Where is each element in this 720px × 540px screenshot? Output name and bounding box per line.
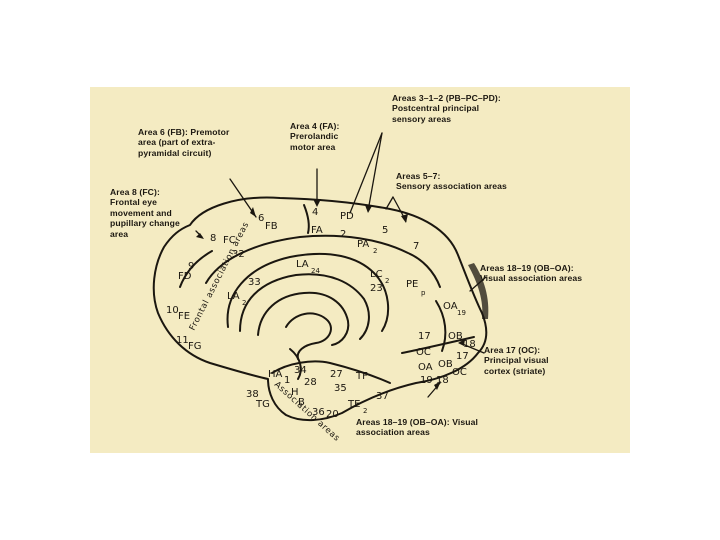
label-8: 8 xyxy=(210,233,216,244)
label-34: 34 xyxy=(294,365,307,376)
label-17b: 17 xyxy=(456,351,469,362)
label-OC1: OC xyxy=(416,347,431,358)
arrowhead-area4 xyxy=(313,199,321,207)
annotation-area1819-top: Areas 18–19 (OB–OA): Visual association … xyxy=(480,263,582,284)
label-6: 6 xyxy=(258,213,264,224)
annotation-area17: Area 17 (OC): Principal visual cortex (s… xyxy=(484,345,549,376)
label-18b: 18 xyxy=(436,375,449,386)
label-23: 23 xyxy=(370,283,383,294)
pointer-area312-a xyxy=(368,133,382,211)
label-LA2: LA xyxy=(227,291,240,302)
label-37: 37 xyxy=(376,391,389,402)
label-4: 4 xyxy=(312,207,318,218)
label-33: 33 xyxy=(248,277,261,288)
label-LA24: LA xyxy=(296,259,309,270)
label-20: 20 xyxy=(326,409,339,420)
label-27: 27 xyxy=(330,369,343,380)
arrowhead-area8 xyxy=(196,233,204,239)
label-LA2-sub: 2 xyxy=(242,299,246,307)
annotation-area1819-bottom: Areas 18–19 (OB–OA): Visual association … xyxy=(356,417,478,438)
annotation-area312: Areas 3–1–2 (PB–PC–PD): Postcentral prin… xyxy=(392,93,501,124)
label-OA: OA xyxy=(418,362,433,373)
label-LC-sub: 2 xyxy=(385,277,389,285)
arrowhead-area57 xyxy=(401,214,408,223)
label-PA-sub: 2 xyxy=(373,247,377,255)
label-TF: TF xyxy=(355,371,368,382)
label-FB: FB xyxy=(265,221,278,232)
label-PE-p: p xyxy=(421,289,426,297)
label-35: 35 xyxy=(334,383,347,394)
label-TE: TE xyxy=(347,399,360,410)
pointer-area312-b xyxy=(350,133,382,213)
label-LC: LC xyxy=(370,269,383,280)
label-2: 2 xyxy=(340,229,346,240)
label-OB2: OB xyxy=(438,359,453,370)
annotation-area8: Area 8 (FC): Frontal eye movement and pu… xyxy=(110,187,180,239)
pointer-area57-b xyxy=(386,197,393,209)
label-18a: 18 xyxy=(463,339,476,350)
label-FA: FA xyxy=(311,225,323,236)
callosal-body xyxy=(258,293,348,345)
label-OA19-sub: 19 xyxy=(457,309,466,317)
label-PA: PA xyxy=(357,239,369,250)
label-FG: FG xyxy=(188,341,202,352)
brain-medial-diagram: 6 FB 4 FA PD 2 5 PA 2 7 8 FC 32 9 FD LA … xyxy=(90,87,630,453)
label-10: 10 xyxy=(166,305,179,316)
label-OA19: OA xyxy=(443,301,458,312)
label-5: 5 xyxy=(382,225,388,236)
precentral-fold xyxy=(304,205,309,233)
label-LA24-sub: 24 xyxy=(311,267,320,275)
annotation-area6: Area 6 (FB): Premotor area (part of extr… xyxy=(138,127,229,158)
label-HA: HA xyxy=(268,369,283,380)
label-TE-sub: 2 xyxy=(363,407,367,415)
label-OB: OB xyxy=(448,331,463,342)
label-OC2: OC xyxy=(452,367,467,378)
label-PE: PE xyxy=(406,279,418,290)
label-FE: FE xyxy=(178,311,190,322)
label-PD: PD xyxy=(340,211,354,222)
label-FD: FD xyxy=(178,271,192,282)
arrowhead-area312 xyxy=(365,205,372,213)
label-17a: 17 xyxy=(418,331,431,342)
annotation-area57: Areas 5–7: Sensory association areas xyxy=(396,171,507,192)
label-11: 11 xyxy=(176,335,189,346)
label-19: 19 xyxy=(420,375,433,386)
label-28: 28 xyxy=(304,377,317,388)
annotation-area4: Area 4 (FA): Prerolandic motor area xyxy=(290,121,339,152)
label-7: 7 xyxy=(413,241,419,252)
label-TG: TG xyxy=(255,399,270,410)
